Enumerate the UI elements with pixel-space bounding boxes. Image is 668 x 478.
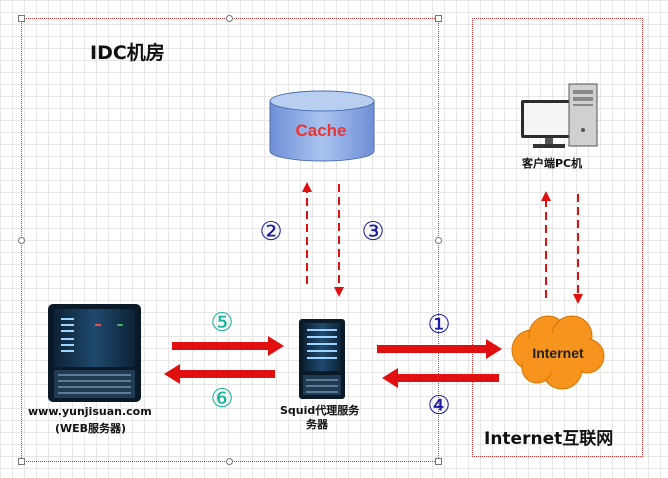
internet-zone-title: Internet互联网 <box>484 429 614 449</box>
web-server-icon <box>48 304 141 402</box>
step-1-marker: ① <box>427 310 450 340</box>
step-5-marker: ⑤ <box>210 308 233 338</box>
arrow-internet-to-proxy <box>382 368 499 388</box>
resize-handle[interactable] <box>18 458 25 465</box>
step-3-marker: ③ <box>361 217 384 247</box>
step-6-marker: ⑥ <box>210 384 233 414</box>
cache-label: Cache <box>295 121 346 140</box>
resize-handle[interactable] <box>226 458 233 465</box>
arrow-web-to-proxy <box>172 336 284 356</box>
client-pc-icon <box>521 83 598 148</box>
squid-server-label-line2: 务器 <box>306 418 328 431</box>
step-4-marker: ④ <box>427 391 450 421</box>
resize-handle[interactable] <box>226 15 233 22</box>
cache-database-icon <box>269 90 375 162</box>
resize-handle[interactable] <box>18 237 25 244</box>
arrow-proxy-to-internet <box>377 339 502 359</box>
internet-zone <box>472 18 643 457</box>
internet-cloud-icon <box>511 315 605 390</box>
resize-handle[interactable] <box>435 15 442 22</box>
web-server-role-label: (WEB服务器) <box>55 422 127 435</box>
squid-server-label-line1: Squid代理服务 <box>280 404 360 417</box>
step-2-marker: ② <box>259 217 282 247</box>
idc-zone-title: IDC机房 <box>90 42 165 64</box>
resize-handle[interactable] <box>435 458 442 465</box>
squid-proxy-server-icon <box>299 319 345 399</box>
resize-handle[interactable] <box>18 15 25 22</box>
web-server-domain-label: www.yunjisuan.com <box>28 405 152 418</box>
arrow-proxy-to-web <box>164 364 275 384</box>
resize-handle[interactable] <box>435 237 442 244</box>
internet-label: Internet <box>532 345 584 361</box>
client-pc-label: 客户端PC机 <box>522 157 583 170</box>
